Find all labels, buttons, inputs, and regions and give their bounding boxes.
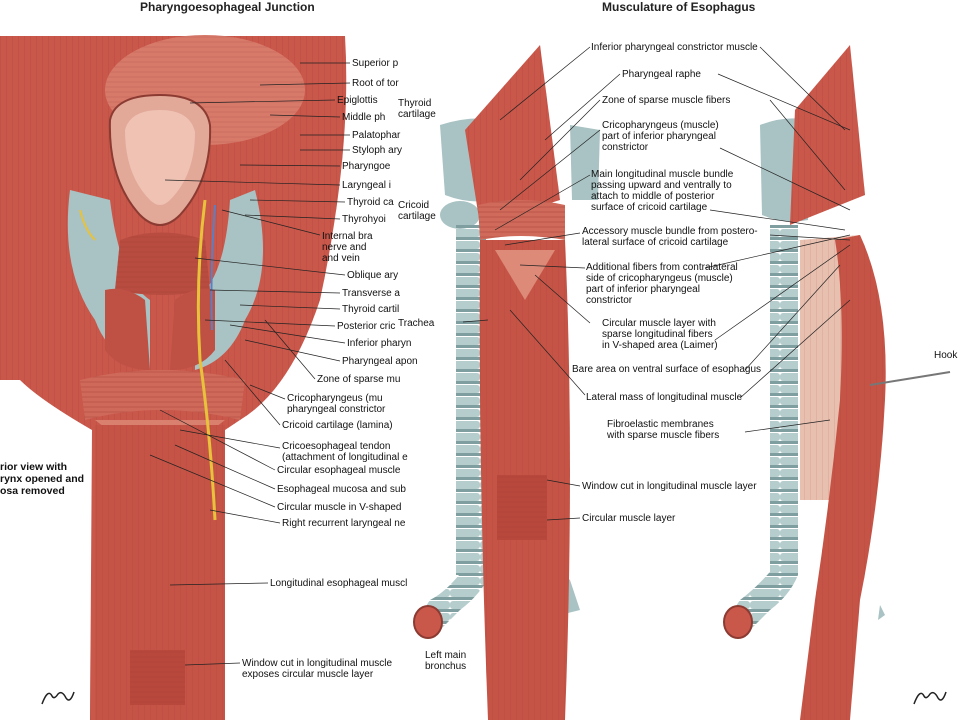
label-hook: Hook bbox=[934, 350, 958, 361]
label-superior-pharyngeal: Superior p bbox=[352, 58, 399, 69]
label-inferior-pharyngeal-constrictor: Inferior pharyngeal constrictor muscle bbox=[591, 42, 758, 53]
pharyngoesophageal-junction-figure bbox=[0, 35, 347, 720]
label-oblique-arytenoid: Oblique ary bbox=[347, 270, 399, 281]
label-window-cut-left: Window cut in longitudinal muscle expose… bbox=[242, 658, 393, 680]
label-fibroelastic-membranes: Fibroelastic membranes with sparse muscl… bbox=[607, 419, 720, 441]
label-inferior-pharyngeal: Inferior pharyn bbox=[347, 338, 412, 349]
label-root-of-tongue: Root of tor bbox=[352, 78, 399, 89]
label-thyroid-cartilage-2: Thyroid cartil bbox=[342, 304, 400, 315]
label-window-cut-right: Window cut in longitudinal muscle layer bbox=[582, 481, 757, 492]
label-circular-muscle-layer: Circular muscle layer bbox=[582, 513, 676, 524]
leader-lines bbox=[149, 46, 851, 666]
artist-signature-right bbox=[910, 686, 950, 712]
label-trachea: Trachea bbox=[398, 318, 435, 329]
artist-signature-left bbox=[38, 686, 78, 712]
label-thyroid-cartilage-right: Thyroid cartilage bbox=[398, 98, 436, 120]
label-cricopharyngeus-part: Cricopharyngeus (muscle) part of inferio… bbox=[602, 120, 719, 153]
label-epiglottis: Epiglottis bbox=[337, 95, 378, 106]
label-main-longitudinal-bundle: Main longitudinal muscle bundle passing … bbox=[591, 169, 734, 213]
esophagus-posterior-view-figure bbox=[413, 45, 600, 720]
label-palatopharyngeus: Palatophar bbox=[352, 130, 401, 141]
label-right-recurrent-laryngeal: Right recurrent laryngeal ne bbox=[282, 518, 406, 529]
label-cricoid-cartilage-right: Cricoid cartilage bbox=[398, 200, 436, 222]
label-accessory-muscle-bundle: Accessory muscle bundle from postero- la… bbox=[582, 226, 758, 248]
right-panel-title: Musculature of Esophagus bbox=[602, 0, 756, 14]
view-description-note: rior view with rynx opened and osa remov… bbox=[0, 461, 85, 497]
label-thyroid-cartilage: Thyroid ca bbox=[347, 197, 394, 208]
label-additional-fibers: Additional fibers from contralateral sid… bbox=[586, 262, 738, 306]
label-cricopharyngeus: Cricopharyngeus (mu pharyngeal constrict… bbox=[287, 393, 386, 415]
label-circular-layer-laimer: Circular muscle layer with sparse longit… bbox=[602, 318, 718, 351]
label-esophageal-mucosa: Esophageal mucosa and sub bbox=[277, 484, 406, 495]
label-internal-branch-nerve: Internal bra nerve and and vein bbox=[322, 231, 373, 264]
signature-left-mark bbox=[41, 691, 75, 705]
label-laryngeal-inlet: Laryngeal i bbox=[342, 180, 391, 191]
label-circular-muscle-v: Circular muscle in V-shaped bbox=[277, 502, 402, 513]
label-circular-esophageal-muscle: Circular esophageal muscle bbox=[277, 465, 401, 476]
label-lateral-mass: Lateral mass of longitudinal muscle bbox=[586, 392, 743, 403]
label-cricoesophageal-tendon: Cricoesophageal tendon (attachment of lo… bbox=[282, 441, 408, 463]
label-longitudinal-esophageal: Longitudinal esophageal muscl bbox=[270, 578, 408, 589]
label-transverse-arytenoid: Transverse a bbox=[342, 288, 400, 299]
left-panel-title: Pharyngoesophageal Junction bbox=[140, 0, 315, 14]
label-pharyngeal-aponeurosis: Pharyngeal apon bbox=[342, 356, 418, 367]
label-zone-sparse-fibers: Zone of sparse muscle fibers bbox=[602, 95, 731, 106]
label-left-main-bronchus: Left main bronchus bbox=[425, 650, 467, 672]
label-stylopharyngeus: Styloph ary bbox=[352, 145, 403, 156]
label-bare-area: Bare area on ventral surface of esophagu… bbox=[572, 364, 762, 375]
label-zone-sparse-muscle: Zone of sparse mu bbox=[317, 374, 401, 385]
signature-right-mark bbox=[913, 691, 947, 705]
label-pharyngeal-raphe: Pharyngeal raphe bbox=[622, 69, 701, 80]
label-pharyngoepiglottic: Pharyngoe bbox=[342, 161, 391, 172]
label-middle-pharyngeal: Middle ph bbox=[342, 112, 386, 123]
label-thyrohyoid: Thyrohyoi bbox=[342, 214, 386, 225]
label-posterior-cricoarytenoid: Posterior cric bbox=[337, 321, 396, 332]
label-cricoid-lamina: Cricoid cartilage (lamina) bbox=[282, 420, 393, 431]
